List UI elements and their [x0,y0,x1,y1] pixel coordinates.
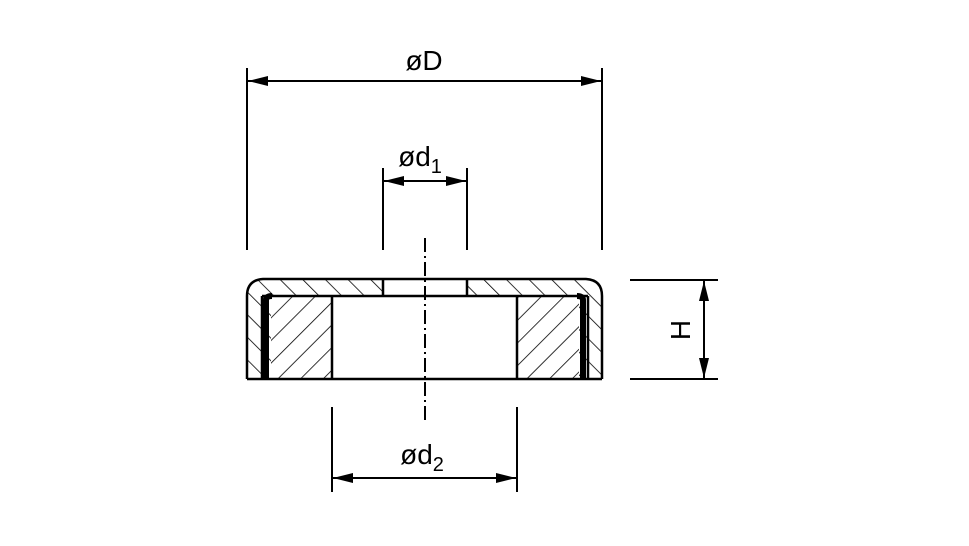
magnet-left-hatch [271,296,332,379]
height-dimension: H [630,279,718,380]
label-height: H [665,320,696,340]
label-outer-diameter: øD [405,45,442,76]
section-view [245,277,604,381]
hole-diameter-dimension: ød1 [382,141,468,250]
label-hole-diameter: ød1 [398,141,442,178]
pot-outline [245,277,604,379]
bore-diameter-dimension: ød2 [331,407,518,492]
label-bore-diameter: ød2 [400,439,444,476]
outer-diameter-dimension: øD [246,45,603,250]
magnet-right-hatch [517,296,579,379]
